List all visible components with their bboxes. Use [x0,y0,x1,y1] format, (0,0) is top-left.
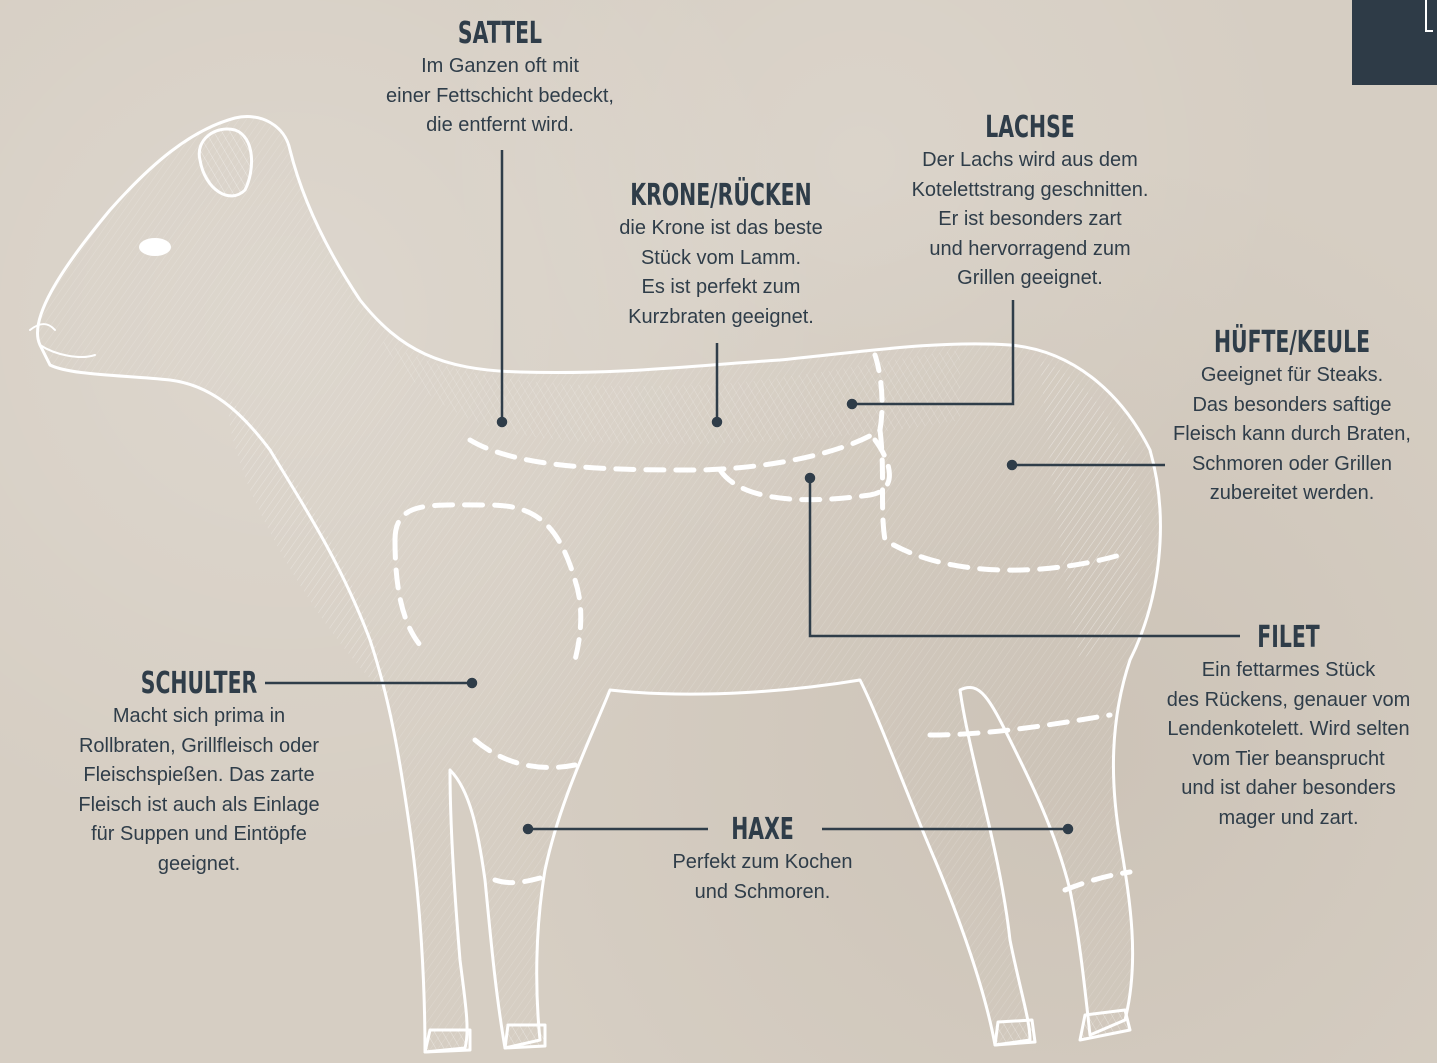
label-title: LACHSE [921,110,1139,146]
label-title: HÜFTE/KEULE [1193,325,1390,361]
label-haxe: HAXE Perfekt zum Kochen und Schmoren. [630,812,895,907]
label-filet: FILET Ein fettarmes Stück des Rückens, g… [1140,620,1437,833]
label-title: HAXE [672,812,852,848]
label-description: Im Ganzen oft mit einer Fettschicht bede… [350,52,650,141]
label-description: Macht sich prima in Rollbraten, Grillfle… [48,702,350,879]
label-description: die Krone ist das beste Stück vom Lamm. … [575,214,867,332]
label-description: Perfekt zum Kochen und Schmoren. [630,848,895,907]
label-krone: KRONE/RÜCKEN die Krone ist das beste Stü… [575,178,867,332]
label-huefte: HÜFTE/KEULE Geeignet für Steaks. Das bes… [1147,325,1437,509]
label-title: SCHULTER [96,666,301,702]
label-lachse: LACHSE Der Lachs wird aus dem Kotelettst… [870,110,1190,294]
label-schulter: SCHULTER Macht sich prima in Rollbraten,… [48,666,350,879]
label-title: FILET [1188,620,1390,656]
label-description: Der Lachs wird aus dem Kotelettstrang ge… [870,146,1190,294]
label-description: Ein fettarmes Stück des Rückens, genauer… [1140,656,1437,833]
label-title: KRONE/RÜCKEN [622,178,821,214]
label-title: SATTEL [398,16,602,52]
corner-tab [1352,0,1437,85]
label-description: Geeignet für Steaks. Das besonders safti… [1147,361,1437,509]
label-sattel: SATTEL Im Ganzen oft mit einer Fettschic… [350,16,650,141]
